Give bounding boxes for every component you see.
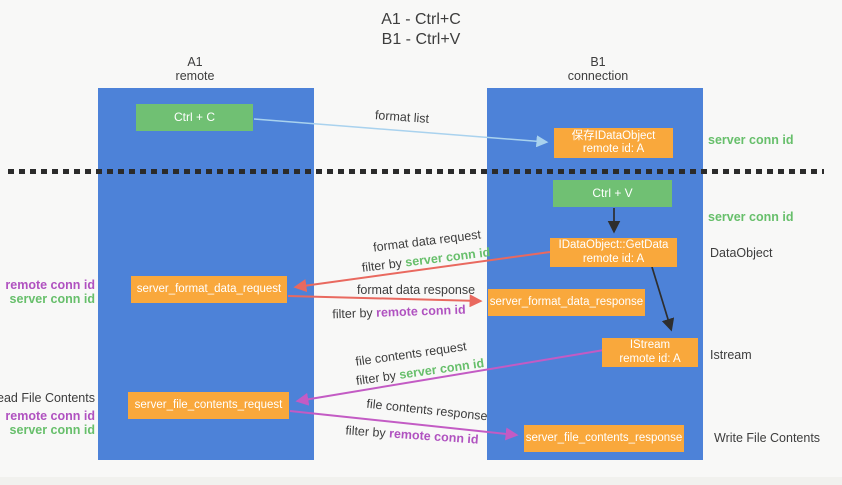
format-data-response-arrow: [287, 294, 483, 308]
lane-header-a1: A1 remote: [95, 55, 295, 83]
istream-line2: remote id: A: [619, 352, 681, 365]
istream-line1: IStream: [629, 339, 671, 351]
ctrl-v-node: Ctrl + V: [553, 180, 672, 207]
ctrl-c-node: Ctrl + C: [136, 104, 253, 131]
filter-by-text: filter by: [344, 423, 390, 441]
lane-a1-name: A1: [187, 55, 203, 69]
diagram-title: A1 - Ctrl+C B1 - Ctrl+V: [0, 10, 842, 50]
server-file-contents-response-node: server_file_contents_response: [524, 425, 684, 452]
title-line-2: B1 - Ctrl+V: [381, 31, 461, 48]
title-line-1: A1 - Ctrl+C: [381, 11, 461, 28]
server-conn-id-label-top-right: server conn id: [708, 133, 794, 147]
server-format-data-request-node: server_format_data_request: [131, 276, 287, 303]
file-contents-response-arrow: [289, 410, 519, 441]
bottom-edge: [0, 477, 842, 485]
save-dataobject-line2: remote id: A: [582, 143, 645, 155]
save-dataobject-line1: 保存IDataObject: [571, 129, 656, 142]
istream-node: IStream remote id: A: [602, 338, 698, 367]
lane-header-b1: B1 connection: [498, 55, 698, 83]
server-conn-id-label-1: server conn id: [9, 292, 95, 306]
server-conn-id-label-2: server conn id: [9, 423, 95, 437]
getdata-node: IDataObject::GetData remote id: A: [550, 238, 677, 267]
getdata-line1: IDataObject::GetData: [558, 239, 669, 251]
remote-conn-id-label-2: remote conn id: [5, 409, 95, 423]
remote-conn-id-label-1: remote conn id: [5, 278, 95, 292]
read-file-contents-label: Read File Contents: [0, 391, 95, 405]
lane-b1-role: connection: [567, 69, 629, 83]
server-file-contents-response-label: server_file_contents_response: [525, 431, 683, 444]
format-data-request-arrow: [293, 251, 551, 293]
server-conn-id-label-mid-right: server conn id: [708, 210, 794, 224]
format-data-response-label: format data response: [356, 283, 476, 297]
lane-a1-role: remote: [175, 69, 215, 83]
server-file-contents-request-node: server_file_contents_request: [128, 392, 289, 419]
ctrl-c-label: Ctrl + C: [173, 109, 215, 124]
getdata-line2: remote id: A: [582, 252, 645, 265]
istream-side-label: Istream: [710, 348, 752, 362]
write-file-contents-label: Write File Contents: [714, 431, 821, 445]
ctrl-v-label: Ctrl + V: [592, 185, 633, 200]
file-contents-request-arrow: [295, 349, 605, 406]
server-format-data-response-node: server_format_data_response: [488, 289, 645, 316]
lane-b1-name: B1: [590, 55, 606, 69]
save-dataobject-node: 保存IDataObject remote id: A: [554, 128, 673, 158]
getdata-to-istream-arrow: [651, 266, 675, 332]
left-conn-id-group-1: remote conn id server conn id: [5, 278, 95, 306]
server-file-contents-request-label: server_file_contents_request: [134, 398, 283, 411]
filter-by-text: filter by: [332, 305, 377, 322]
server-format-data-response-label: server_format_data_response: [489, 295, 644, 308]
dataobject-label: DataObject: [710, 246, 773, 260]
server-format-data-request-label: server_format_data_request: [136, 282, 282, 295]
format-list-arrow: [253, 118, 549, 148]
session-divider-dotted-line: [8, 169, 824, 174]
left-conn-id-group-2: remote conn id server conn id: [5, 409, 95, 437]
